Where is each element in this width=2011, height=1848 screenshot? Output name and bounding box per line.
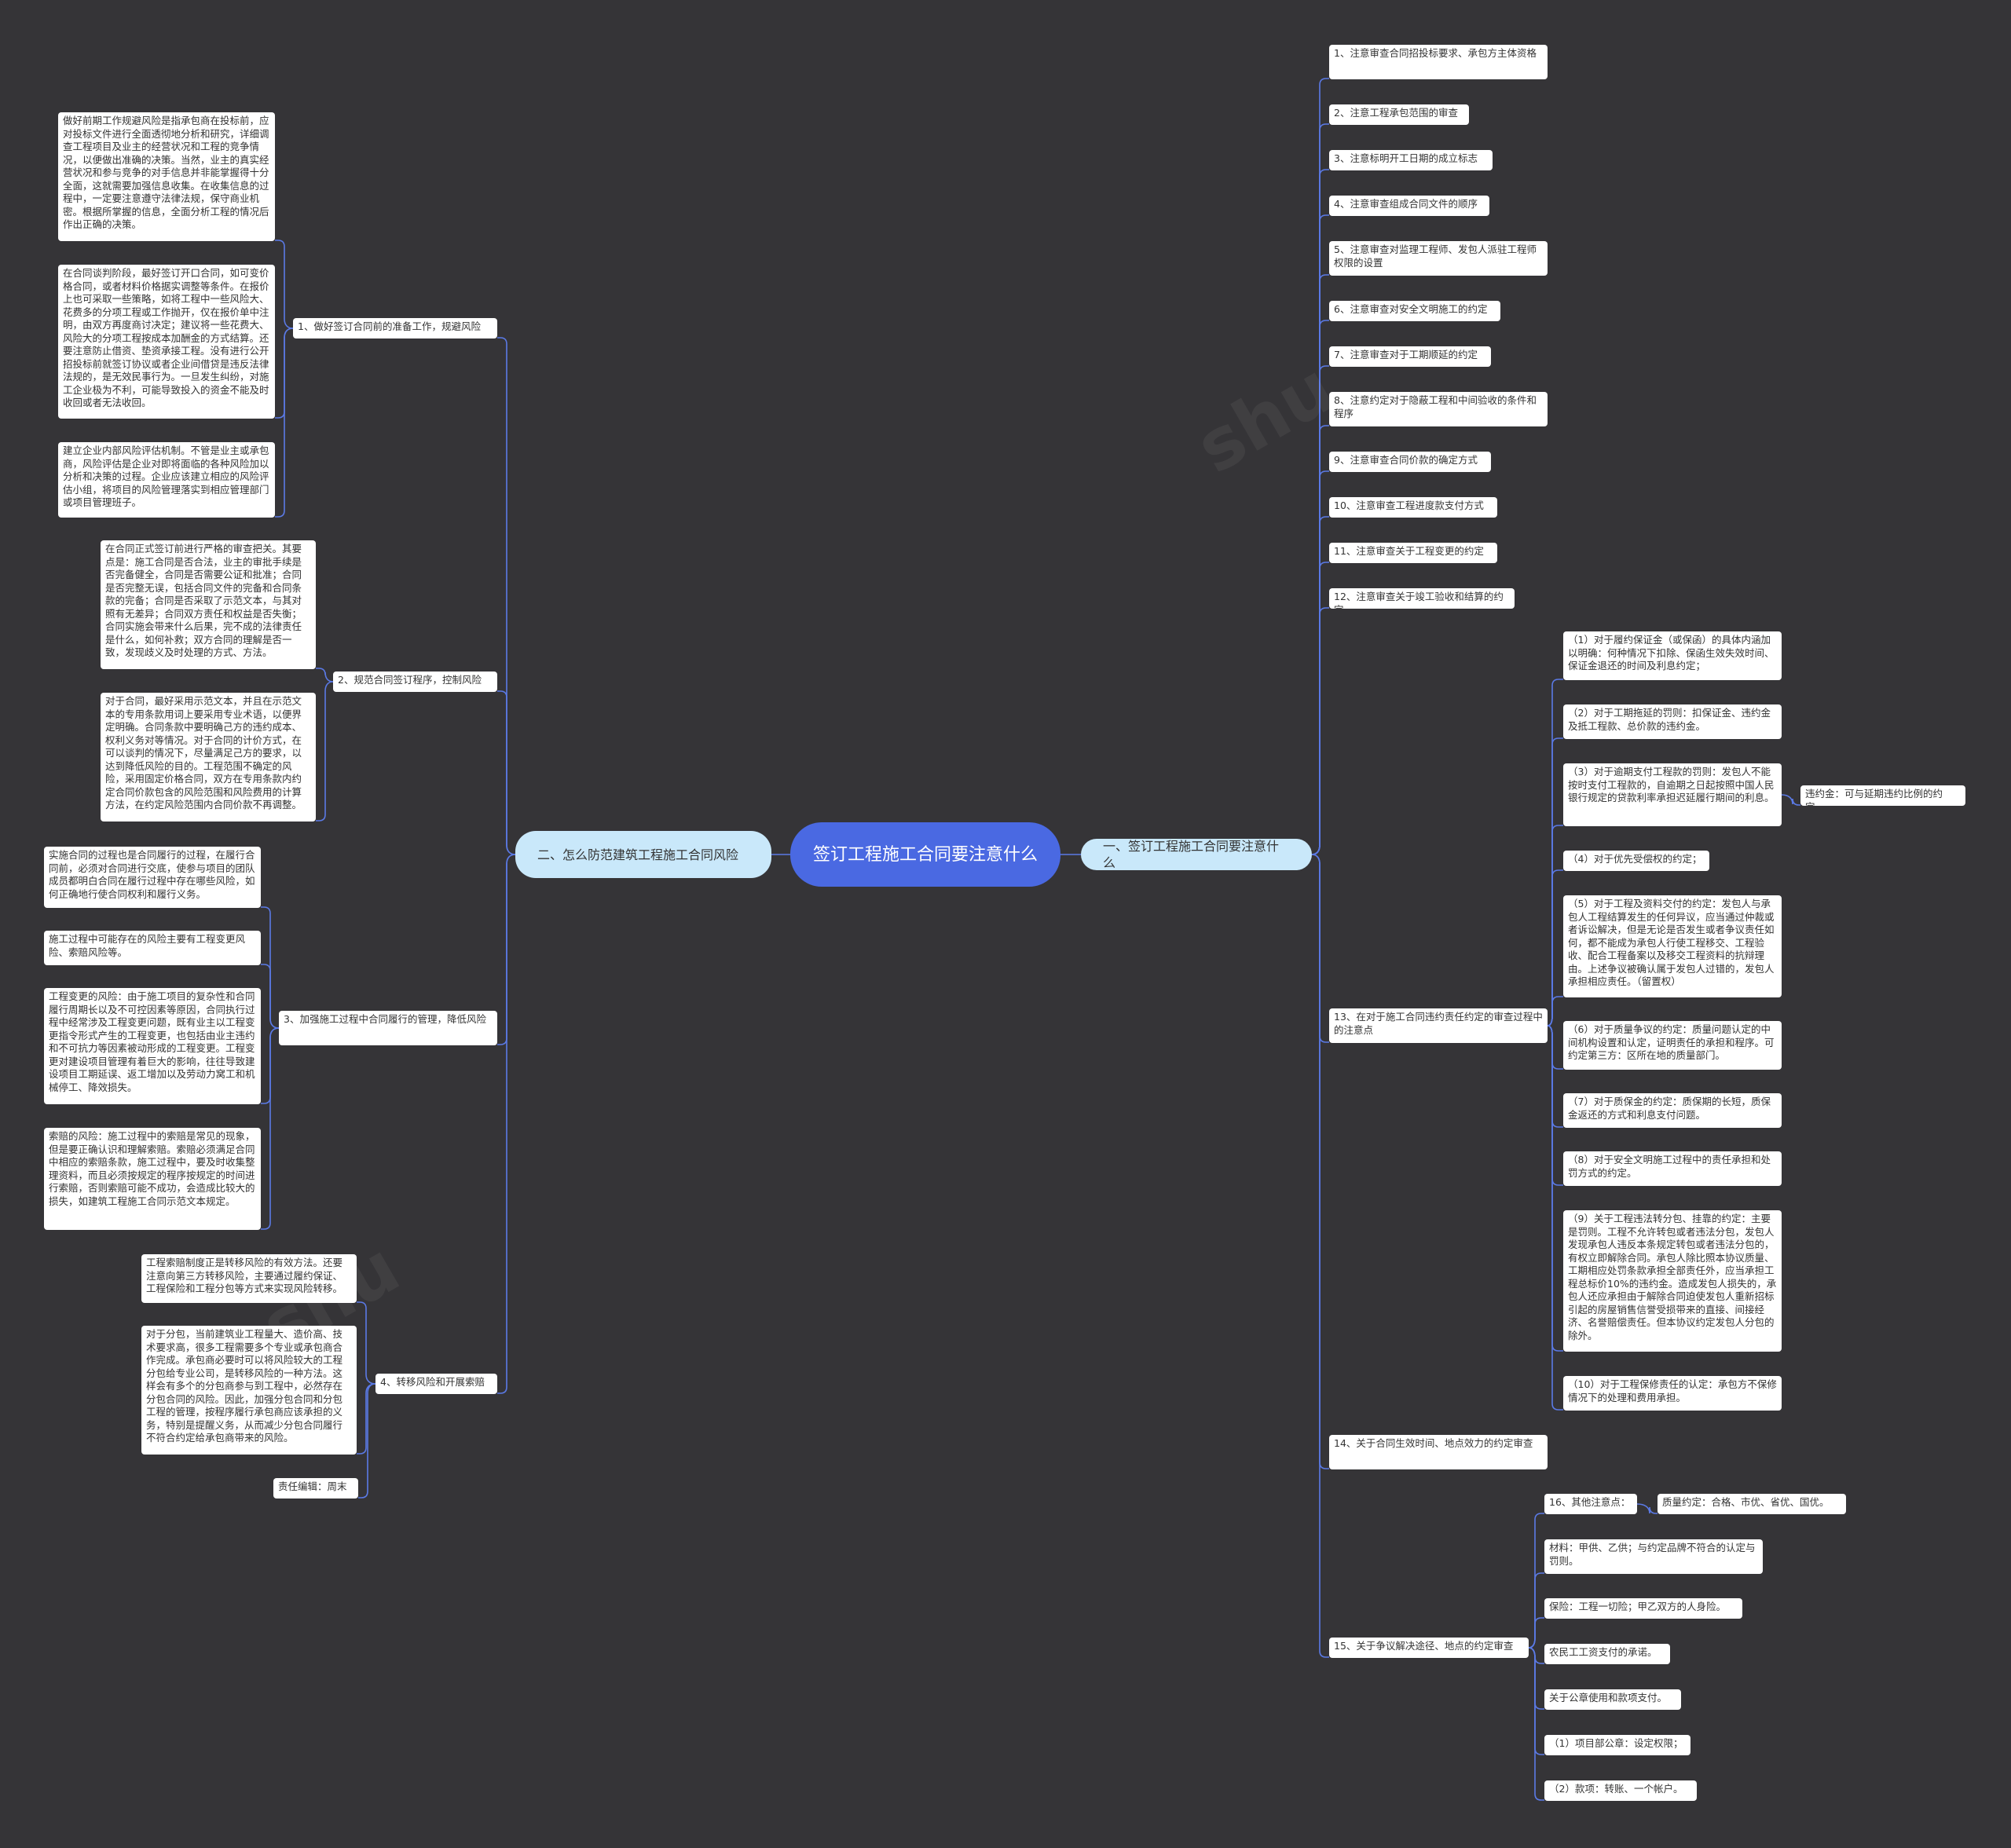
connector (1311, 214, 1329, 855)
detail-text[interactable]: 工程变更的风险：由于施工项目的复杂性和合同履行周期长以及不可控因素等原因，合同执… (44, 988, 261, 1104)
right-item[interactable]: 3、注意标明开工日期的成立标志 (1329, 150, 1493, 170)
detail-text[interactable]: 施工过程中可能存在的风险主要有工程变更风险、索赔风险等。 (44, 931, 261, 965)
connector (275, 240, 294, 329)
main-branch-right[interactable]: 一、签订工程施工合同要注意什么 (1081, 839, 1312, 870)
connector (1547, 1025, 1563, 1411)
sub-item-15[interactable]: （2）款项：转账、一个帐户。 (1544, 1780, 1697, 1801)
connector (1311, 562, 1329, 855)
sub-item-13[interactable]: （5）对于工程及资料交付的约定：发包人与承包人工程结算发生的任何异议，应当通过仲… (1563, 895, 1782, 997)
connector (1311, 607, 1329, 855)
connector (1311, 169, 1329, 855)
sub-item-15[interactable]: 16、其他注意点： (1544, 1494, 1637, 1514)
connector (261, 964, 280, 1029)
sub-item-13[interactable]: （8）对于安全文明施工过程中的责任承担和处罚方式的约定。 (1563, 1151, 1782, 1186)
right-item[interactable]: 12、注意审查关于竣工验收和结算的约定 (1329, 588, 1515, 609)
quality-note[interactable]: 质量约定：合格、市优、省优、国优。 (1658, 1494, 1846, 1514)
detail-text[interactable]: 对于合同，最好采用示范文本，并且在示范文本的专用条款用词上要采用专业术语，以便界… (101, 693, 316, 822)
connector (1528, 1572, 1544, 1649)
connector (1547, 1025, 1563, 1070)
connector (357, 1383, 376, 1455)
connector (1547, 679, 1563, 1026)
right-item[interactable]: 13、在对于施工合同违约责任约定的审查过程中的注意点 (1329, 1008, 1548, 1043)
main-branch-left[interactable]: 二、怎么防范建筑工程施工合同风险 (515, 831, 771, 878)
left-item[interactable]: 4、转移风险和开展索赔 (375, 1374, 497, 1394)
connector (357, 1301, 376, 1385)
connector (1547, 1025, 1563, 1186)
connector (1781, 794, 1800, 806)
sub-item-13[interactable]: （2）对于工期拖延的罚则：扣保证金、违约金及抵工程款、总价款的违约金。 (1563, 704, 1782, 739)
right-item[interactable]: 5、注意审查对监理工程师、发包人派驻工程师权限的设置 (1329, 241, 1548, 276)
sub-item-15[interactable]: （1）项目部公章：设定权限； (1544, 1735, 1690, 1755)
sub-item-15[interactable]: 关于公章使用和款项支付。 (1544, 1689, 1681, 1710)
right-item[interactable]: 6、注意审查对安全文明施工的约定 (1329, 301, 1500, 321)
detail-text[interactable]: 索赔的风险：施工过程中的索赔是常见的现象，但是要正确认识和理解索赔。索赔必须满足… (44, 1128, 261, 1230)
connector (316, 668, 334, 682)
sub-item-15[interactable]: 保险：工程一切险；甲乙双方的人身险。 (1544, 1598, 1742, 1619)
right-item[interactable]: 14、关于合同生效时间、地点效力的约定审查 (1329, 1435, 1548, 1469)
sub-item-13[interactable]: （9）关于工程违法转分包、挂靠的约定：主要是罚则。工程不允许转包或者违法分包，发… (1563, 1210, 1782, 1352)
connector (1311, 516, 1329, 855)
detail-text[interactable]: 对于分包，当前建筑业工程量大、造价高、技术要求高，很多工程需要多个专业或承包商合… (141, 1326, 357, 1455)
right-item[interactable]: 7、注意审查对于工期顺延的约定 (1329, 346, 1491, 367)
connector (358, 1383, 376, 1499)
connector (1547, 1025, 1563, 1128)
right-item[interactable]: 10、注意审查工程进度款支付方式 (1329, 497, 1497, 518)
sub-item-13[interactable]: （6）对于质量争议的约定：质量问题认定的中间机构设置和认定，证明责任的承担和程序… (1563, 1021, 1782, 1070)
connector (497, 690, 516, 855)
detail-text[interactable]: 做好前期工作规避风险是指承包商在投标前，应对投标文件进行全面透彻地分析和研究，详… (58, 112, 275, 241)
sub-item-15[interactable]: 农民工工资支付的承诺。 (1544, 1644, 1670, 1664)
connector (1311, 425, 1329, 855)
left-item[interactable]: 2、规范合同签订程序，控制风险 (333, 672, 497, 692)
sub-item-13[interactable]: （7）对于质保金的约定：质保期的长短，质保金返还的方式和利息支付问题。 (1563, 1093, 1782, 1128)
connector (1547, 825, 1563, 1026)
connector (1311, 320, 1329, 855)
detail-text[interactable]: 在合同谈判阶段，最好签订开口合同，如可变价格合同，或者材料价格据实调整等条件。在… (58, 265, 275, 419)
detail-text[interactable]: 建立企业内部风险评估机制。不管是业主或承包商，风险评估是企业对即将面临的各种风险… (58, 442, 275, 518)
right-item[interactable]: 9、注意审查合同价款的确定方式 (1329, 452, 1491, 472)
connector (1311, 78, 1329, 855)
right-item[interactable]: 8、注意约定对于隐蔽工程和中间验收的条件和程序 (1329, 392, 1548, 426)
connector (275, 328, 294, 518)
sub-item-13[interactable]: （4）对于优先受偿权的约定； (1563, 851, 1709, 871)
right-item[interactable]: 4、注意审查组成合同文件的顺序 (1329, 196, 1489, 216)
connector (1528, 1647, 1544, 1664)
sub-item-13[interactable]: （3）对于逾期支付工程款的罚则：发包人不能按时支付工程款的，自逾期之日起按照中国… (1563, 763, 1782, 826)
connector (261, 1027, 280, 1230)
connector (1311, 854, 1329, 1043)
detail-text[interactable]: 工程索赔制度正是转移风险的有效方法。还要注意向第三方转移风险，主要通过履约保证、… (141, 1254, 357, 1303)
penalty-note[interactable]: 违约金：可与延期违约比例的约定。 (1800, 785, 1965, 806)
connector (1528, 1647, 1544, 1710)
detail-text[interactable]: 在合同正式签订前进行严格的审查把关。其要点是：施工合同是否合法，业主的审批手续是… (101, 540, 316, 669)
left-item[interactable]: 1、做好签订合同前的准备工作，规避风险 (293, 318, 497, 338)
connector (316, 681, 334, 822)
connector (1311, 854, 1329, 1658)
editor-credit[interactable]: 责任编辑：周末 (273, 1478, 358, 1499)
connector (1311, 470, 1329, 855)
sub-item-13[interactable]: （10）对于工程保修责任的认定：承包方不保修情况下的处理和费用承担。 (1563, 1376, 1782, 1411)
connector (1547, 1025, 1563, 1352)
connector (1547, 996, 1563, 1026)
connector (1528, 1617, 1544, 1649)
sub-item-13[interactable]: （1）对于履约保证金（或保函）的具体内涵加以明确：何种情况下扣除、保函生效失效时… (1563, 631, 1782, 680)
connector (1528, 1513, 1544, 1649)
sub-item-15[interactable]: 材料：甲供、乙供；与约定品牌不符合的认定与罚则。 (1544, 1539, 1763, 1574)
detail-text[interactable]: 实施合同的过程也是合同履行的过程，在履行合同前，必须对合同进行交底，使参与项目的… (44, 847, 261, 908)
right-item[interactable]: 1、注意审查合同招投标要求、承包方主体资格 (1329, 45, 1548, 79)
central-topic[interactable]: 签订工程施工合同要注意什么 (790, 822, 1060, 887)
connector (497, 854, 516, 1394)
connector (1528, 1647, 1544, 1801)
connector (1311, 854, 1329, 1469)
left-item[interactable]: 3、加强施工过程中合同履行的管理，降低风险 (279, 1011, 497, 1045)
connector (1311, 123, 1329, 855)
right-item[interactable]: 15、关于争议解决途径、地点的约定审查 (1329, 1638, 1529, 1658)
right-item[interactable]: 11、注意审查关于工程变更的约定 (1329, 543, 1497, 563)
connector (1547, 869, 1563, 1026)
connector (1636, 1503, 1658, 1514)
right-item[interactable]: 2、注意工程承包范围的审查 (1329, 104, 1469, 125)
connector (1547, 737, 1563, 1026)
